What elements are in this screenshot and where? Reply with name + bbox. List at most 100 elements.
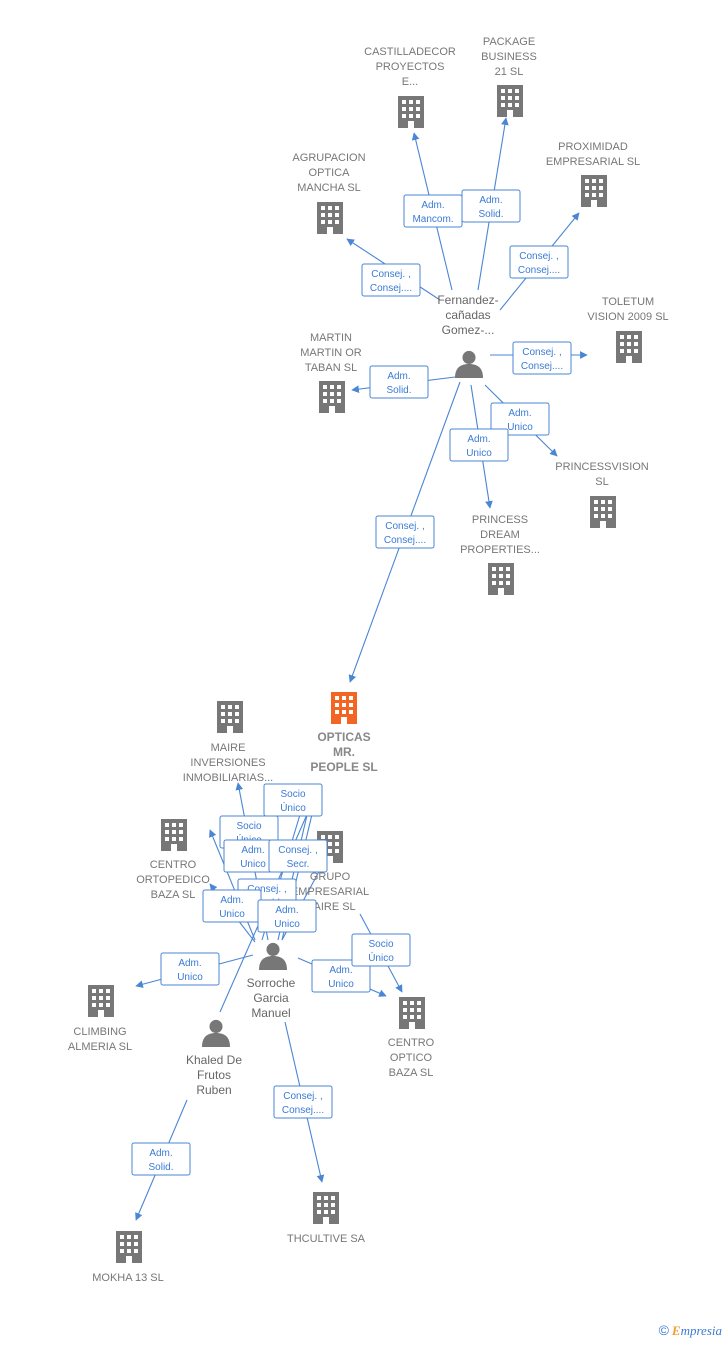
role-badge-sorroche-to-grupo[interactable]: Adm.Unico [257,899,317,933]
node-label: Gomez-... [442,323,495,337]
node-label: SL [595,476,608,488]
node-label: BUSINESS [481,51,537,63]
node-label: 21 SL [495,66,524,78]
role-badge-fernandez-to-package[interactable]: Adm. Solid. [461,189,521,223]
empresia-logo[interactable]: ©Empresia [659,1322,722,1339]
role-badge-box [490,402,550,436]
node-castilladecor[interactable]: CASTILLADECORPROYECTOSE... [364,46,456,128]
main-company-building-icon [331,692,357,724]
role-text: Unico [328,979,354,990]
node-label: MARTIN OR [300,347,362,359]
building-icon [217,701,243,733]
role-badge-sorroche-to-centroorto[interactable]: Adm.Unico [202,889,262,923]
node-label: Frutos [197,1068,231,1082]
role-text: Unico [466,448,492,459]
role-badge-sorroche-to-opticas[interactable]: Consej. ,Secr. [268,839,328,873]
role-badge-fernandez-to-princessvision[interactable]: Adm.Unico [490,402,550,436]
role-text: Unico [177,972,203,983]
node-label: DREAM [480,529,520,541]
node-fernandez[interactable]: Fernandez-cañadasGomez-... [437,293,499,378]
role-badge-fernandez-to-castilladecor[interactable]: Adm.Mancom. [403,194,463,228]
role-text: Secr. [287,859,310,870]
node-label: Garcia [253,991,289,1005]
building-icon [313,1192,339,1224]
role-badge-fernandez-to-agrupacion[interactable]: Consej. ,Consej.... [361,263,421,297]
role-text: Adm. [508,408,531,419]
person-icon [259,942,287,970]
role-text: Adm. [479,195,502,206]
building-icon [161,819,187,851]
node-label: INMOBILIARIAS... [183,772,273,784]
node-label: CENTRO [388,1037,435,1049]
role-text: Consej.... [521,361,563,372]
role-text: Unico [240,859,266,870]
role-badge-box [375,515,435,549]
node-thcultive[interactable]: THCULTIVE SA [287,1192,366,1245]
node-label: MANCHA SL [297,182,361,194]
node-label: PROPERTIES... [460,544,540,556]
role-badge-box [509,245,569,279]
role-badge-box [369,365,429,399]
nodes-layer: CASTILLADECORPROYECTOSE...PACKAGEBUSINES… [68,36,669,1284]
node-label: AGRUPACION [292,152,365,164]
role-badge-box [131,1142,191,1176]
node-label: BAZA SL [151,889,196,901]
node-maire[interactable]: MAIREINVERSIONESINMOBILIARIAS... [183,701,273,784]
node-label: OPTICAS [317,730,370,744]
role-badge-box [311,959,371,993]
role-text: Consej.... [518,265,560,276]
node-label: CENTRO [150,859,197,871]
brand-name: mpresia [680,1323,722,1338]
role-text: Consej. , [519,251,558,262]
node-princessdream[interactable]: PRINCESSDREAMPROPERTIES... [460,514,540,595]
role-text: Solid. [478,209,503,220]
role-badge-sorroche-to-climbing[interactable]: Adm. Unico [160,952,220,986]
node-label: MARTIN [310,332,352,344]
role-badge-fernandez-to-martin[interactable]: Adm.Solid. [369,365,429,399]
node-label: Khaled De [186,1053,242,1067]
role-badge-fernandez-to-toletum[interactable]: Consej. ,Consej.... [512,341,572,375]
node-label: cañadas [445,308,490,322]
role-badge-fernandez-to-proximidad[interactable]: Consej. , Consej.... [509,245,569,279]
node-label: EMPRESARIAL SL [546,156,640,168]
role-text: Adm. [178,958,201,969]
node-label: OPTICA [309,167,351,179]
node-label: Fernandez- [437,293,498,307]
role-badge-box [512,341,572,375]
node-mokha[interactable]: MOKHA 13 SL [92,1231,164,1284]
node-label: E... [402,76,419,88]
role-badge-box [268,839,328,873]
person-icon [455,350,483,378]
node-agrupacion[interactable]: AGRUPACION OPTICA MANCHA SL [292,152,366,234]
node-label: EMPRESARIAL [291,886,369,898]
building-icon [317,202,343,234]
role-badge-fernandez-to-opticas[interactable]: Consej. ,Consej.... [375,515,435,549]
role-text: Adm. [387,371,410,382]
role-badge-sorroche-to-thcultive[interactable]: Consej. ,Consej.... [273,1085,333,1119]
role-text: Consej.... [370,283,412,294]
role-text: Unico [219,909,245,920]
role-badge-fernandez-to-princessdream[interactable]: Adm.Unico [449,428,509,462]
role-badge-sorroche-to-centroopt[interactable]: Adm.Unico [311,959,371,993]
role-text: Único [368,951,394,964]
node-label: GRUPO [310,871,351,883]
node-label: TOLETUM [602,296,654,308]
building-icon [399,997,425,1029]
role-badge-box [461,189,521,223]
node-label: PEOPLE SL [310,760,377,774]
role-badge-khaled-to-mokha[interactable]: Adm.Solid. [131,1142,191,1176]
